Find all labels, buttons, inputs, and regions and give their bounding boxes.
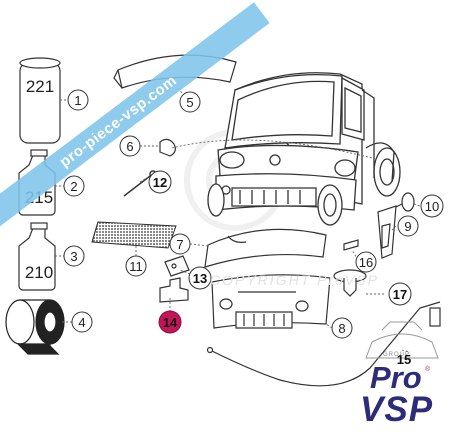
logo-reg-mark: ®: [425, 366, 431, 373]
callout-16: 16: [355, 251, 377, 273]
callout-17: 17: [388, 282, 412, 306]
watermark-copyright: COPYRIGHT ProVSP: [210, 272, 379, 288]
callout-8: 8: [331, 317, 353, 339]
callout-15: 15: [397, 352, 411, 367]
callout-14-label: 14: [163, 315, 178, 330]
rear-car-outline: [365, 321, 439, 359]
callout-8-label: 8: [338, 321, 345, 336]
callout-5: 5: [179, 91, 201, 113]
callout-7: 7: [169, 233, 191, 255]
bottle-210-label: 210: [25, 263, 53, 282]
callout-15-label: 15: [397, 352, 411, 367]
callout-10: 10: [420, 194, 444, 218]
part-16-clip: [343, 239, 359, 251]
logo-vsp-text: VSP: [360, 390, 434, 429]
callout-17-label: 17: [393, 287, 407, 302]
callout-6: 6: [119, 135, 141, 157]
callout-6-label: 6: [126, 139, 133, 154]
part-3-bottle: 210: [18, 222, 56, 291]
part-6-clip: [159, 138, 176, 157]
part-13-bracket: [164, 255, 190, 277]
callout-1-label: 1: [74, 93, 81, 108]
callout-14: 14: [158, 310, 182, 334]
callout-2-label: 2: [70, 179, 77, 194]
part-7-front-panel: [204, 228, 327, 268]
part-11-foam-pad: [91, 221, 177, 249]
callout-9-label: 9: [404, 219, 411, 234]
part-10-bolt: [393, 192, 415, 212]
can-221-label: 221: [26, 77, 54, 96]
callout-3-label: 3: [70, 249, 77, 264]
callout-11: 11: [125, 255, 147, 277]
callout-16-label: 16: [359, 255, 373, 270]
callout-12-label: 12: [153, 175, 167, 190]
part-8-bumper: [211, 274, 331, 329]
callout-10-label: 10: [425, 199, 439, 214]
callout-12: 12: [148, 170, 172, 194]
callout-9: 9: [397, 215, 419, 237]
vehicle-body: [207, 72, 401, 226]
part-15-cable: [206, 301, 441, 387]
part-17-rivet: [333, 269, 367, 297]
part-14-bracket: [159, 277, 189, 303]
callout-5-label: 5: [186, 95, 193, 110]
part-1-can: 221: [19, 57, 61, 144]
logo-group-text: GROUP: [383, 352, 411, 358]
callout-13-label: 13: [193, 271, 207, 286]
part-4-tape-roll: [5, 299, 65, 355]
callout-7-label: 7: [176, 237, 183, 252]
callout-2: 2: [63, 175, 85, 197]
callout-3: 3: [63, 245, 85, 267]
callout-1: 1: [67, 89, 89, 111]
logo-pro-text: Pro: [370, 360, 422, 395]
callout-4-label: 4: [78, 315, 85, 330]
callout-4: 4: [71, 311, 93, 333]
part-9-bracket: [377, 205, 397, 259]
callout-11-label: 11: [129, 259, 143, 274]
callout-13: 13: [188, 266, 212, 290]
